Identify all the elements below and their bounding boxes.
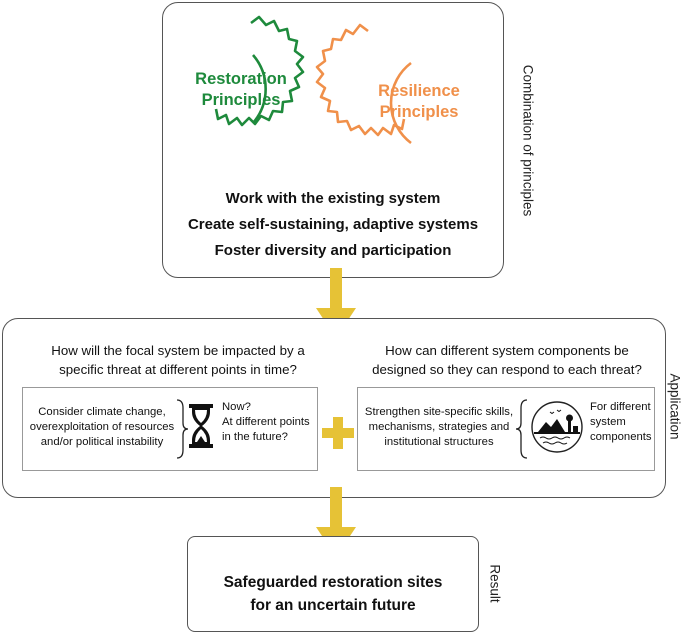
right-question-line2: designed so they can respond to each thr… — [372, 362, 642, 377]
right-question-line1: How can different system components be — [385, 343, 629, 358]
combination-side-label: Combination of principles — [520, 64, 536, 217]
strengthen-text-line: institutional structures — [384, 436, 494, 448]
left-brace-icon — [515, 399, 528, 459]
threat-text: Consider climate change, overexploitatio… — [27, 405, 177, 450]
time-text-line: At different points — [222, 416, 310, 428]
left-question-line2: specific threat at different points in t… — [59, 362, 297, 377]
right-question: How can different system components be d… — [357, 341, 657, 379]
components-text-line: system — [590, 416, 626, 428]
plus-icon — [322, 417, 354, 449]
application-side-label: Application — [667, 373, 683, 440]
resilience-gear-icon — [315, 23, 406, 137]
restoration-gear-icon — [214, 15, 305, 127]
resilience-label-line1: Resilience — [378, 82, 460, 100]
principle-item: Create self-sustaining, adaptive systems — [187, 216, 479, 233]
restoration-principles-label: Restoration Principles — [185, 69, 297, 111]
result-side-label: Result — [487, 564, 503, 603]
threat-text-line: overexploitation of resources — [29, 421, 175, 433]
components-text-line: components — [590, 431, 652, 443]
restoration-label-line2: Principles — [201, 91, 281, 109]
resilience-label-line2: Principles — [379, 103, 459, 121]
result-line2: for an uncertain future — [250, 597, 416, 614]
left-question: How will the focal system be impacted by… — [23, 341, 333, 379]
restoration-label-line1: Restoration — [195, 70, 287, 88]
components-text: For different system components — [590, 400, 656, 445]
principle-item: Work with the existing system — [225, 190, 441, 207]
strengthen-text-line: Strengthen site-specific skills, — [364, 406, 514, 418]
gears-graphic — [214, 15, 412, 145]
threat-text-line: and/or political instability — [40, 436, 164, 448]
principles-list: Work with the existing system Create sel… — [163, 186, 503, 264]
time-text-line: in the future? — [222, 431, 288, 443]
application-box: How will the focal system be impacted by… — [2, 318, 666, 498]
components-panel: Strengthen site-specific skills, mechani… — [357, 387, 655, 471]
result-box: Safeguarded restoration sites for an unc… — [187, 536, 479, 632]
left-question-line1: How will the focal system be impacted by… — [51, 343, 305, 358]
strengthen-text-line: mechanisms, strategies and — [368, 421, 510, 433]
principle-item: Foster diversity and participation — [214, 242, 452, 259]
landscape-icon — [531, 401, 583, 453]
time-text-line: Now? — [222, 401, 251, 413]
hourglass-icon — [189, 404, 213, 448]
strengthen-text: Strengthen site-specific skills, mechani… — [361, 405, 517, 450]
result-line1: Safeguarded restoration sites — [223, 574, 443, 591]
time-text: Now? At different points in the future? — [222, 400, 317, 445]
resilience-principles-label: Resilience Principles — [363, 81, 475, 123]
threat-text-line: Consider climate change, — [38, 406, 166, 418]
components-text-line: For different — [590, 401, 651, 413]
result-text: Safeguarded restoration sites for an unc… — [188, 571, 478, 617]
principles-box: Restoration Principles Resilience Princi… — [162, 2, 504, 278]
right-brace-icon — [176, 399, 189, 459]
threat-panel: Consider climate change, overexploitatio… — [22, 387, 318, 471]
